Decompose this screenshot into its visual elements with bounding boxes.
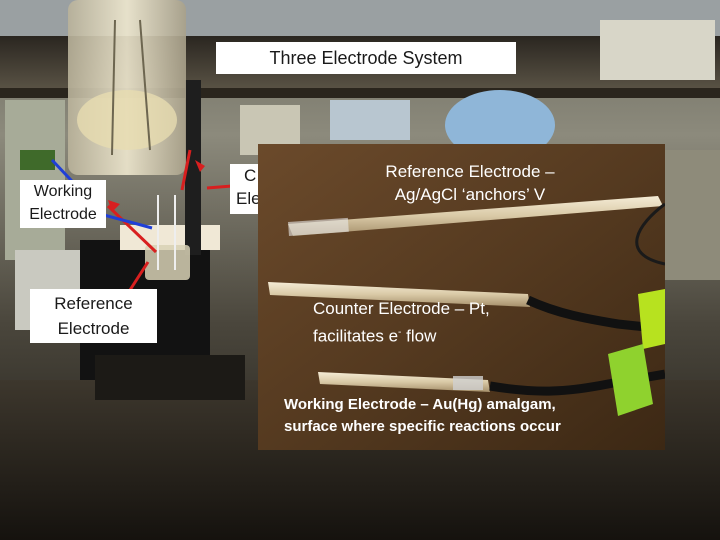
arrow-reference <box>128 261 150 291</box>
inset-working-line1: Working Electrode – Au(Hg) amalgam, <box>284 396 556 413</box>
reference-electrode-label-box: Reference Electrode <box>30 289 157 343</box>
inset-reference-caption: Reference Electrode – Ag/AgCl ‘anchors’ … <box>370 160 570 206</box>
inset-reference-line1: Reference Electrode – <box>385 162 555 181</box>
inset-working-line2: surface where specific reactions occur <box>284 418 561 435</box>
working-electrode-label-box: Working Electrode <box>20 180 106 228</box>
reference-electrode-label: Reference Electrode <box>54 294 133 338</box>
arrow-working <box>106 204 158 254</box>
inset-counter-line2-pre: facilitates e <box>313 326 399 346</box>
electrode-inset-photo: Reference Electrode – Ag/AgCl ‘anchors’ … <box>258 144 665 450</box>
working-electrode-label: Working Electrode <box>29 183 97 223</box>
inset-counter-line1: Counter Electrode – Pt, <box>313 299 490 318</box>
title-box: Three Electrode System <box>216 42 516 74</box>
page-title: Three Electrode System <box>269 48 463 68</box>
inset-counter-caption: Counter Electrode – Pt, facilitates e- f… <box>313 297 553 349</box>
inset-reference-line2: Ag/AgCl ‘anchors’ V <box>394 185 546 204</box>
counter-label-line1: C <box>244 166 257 185</box>
inset-working-caption: Working Electrode – Au(Hg) amalgam, surf… <box>284 394 664 438</box>
arrow-counter <box>180 149 192 191</box>
counter-label-line2: Ele <box>236 189 261 208</box>
inset-counter-line2-sup: - <box>398 327 402 338</box>
inset-photo-background <box>258 144 665 450</box>
inset-counter-line2-post: flow <box>401 326 437 346</box>
inset-counter-line2: facilitates e- flow <box>313 321 553 349</box>
